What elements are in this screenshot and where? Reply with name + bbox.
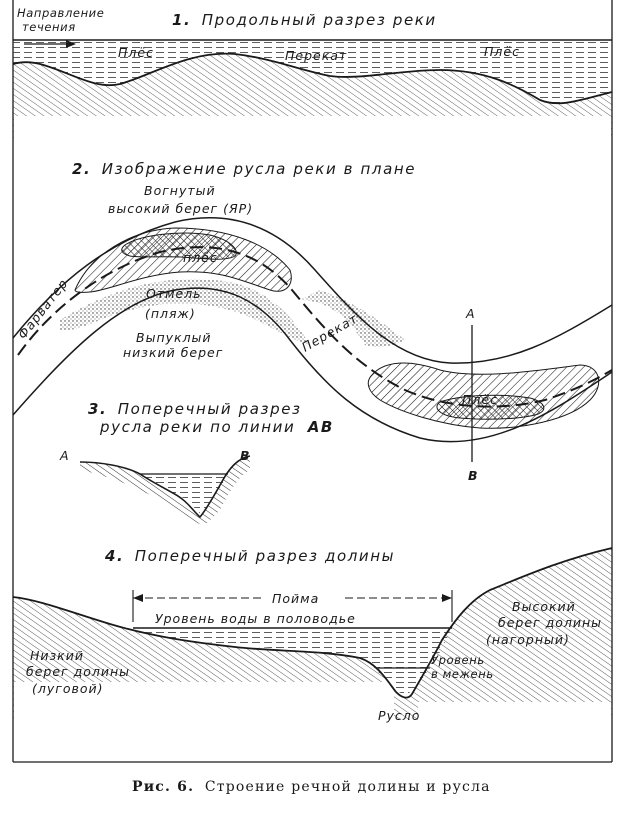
shoal-label-line2: (пляж): [145, 306, 196, 321]
shoal-area-top: [60, 279, 310, 345]
channel-water: [140, 474, 228, 515]
valley-ground-fade-right: [418, 702, 611, 742]
svg-text:1. Продольный разрез рек: 1. Продольный разрез реки: [172, 11, 437, 29]
floodplain-label: Пойма: [272, 591, 319, 606]
flood-level-label: Уровень воды в половодье: [155, 611, 356, 626]
floodplain-bracket: [132, 590, 453, 622]
low-bank-label-line1: Низкий: [30, 648, 84, 663]
cross-point-a: А: [59, 448, 70, 463]
section3-number: 3.: [88, 400, 107, 418]
svg-text:Рис. 6. Строение речной до: Рис. 6. Строение речной долины и русла: [132, 779, 491, 795]
valley-ground: [13, 548, 612, 720]
high-bank-label-line1: Высокий: [512, 599, 576, 614]
low-bank-label-line3: (луговой): [32, 681, 104, 696]
channel-label: Русло: [378, 708, 420, 723]
section-channel-cross-section: 3. Поперечный разрез русла реки по линии…: [59, 400, 334, 525]
flow-label-line2: течения: [22, 20, 76, 34]
section3-title-line2-ab: АВ: [307, 418, 334, 436]
svg-text:2. Изображение русла рек: 2. Изображение русла реки в плане: [72, 160, 416, 178]
convex-bank-label-line2: низкий берег: [123, 345, 223, 360]
low-water-label-line2: в межень: [431, 667, 494, 681]
caption-text: Строение речной долины и русла: [205, 779, 491, 795]
section3-title-line2: русла реки по линии: [99, 418, 295, 436]
section4-number: 4.: [104, 547, 124, 565]
section-valley-cross-section: 4. Поперечный разрез долины Пойма Уровен…: [12, 547, 613, 742]
shoal-label-line1: Отмель: [146, 286, 202, 301]
low-bank-label-line2: берег долины: [26, 664, 130, 679]
valley-ground-fade-left: [14, 682, 394, 742]
plan-point-a: А: [465, 306, 476, 321]
section4-title: Поперечный разрез долины: [135, 547, 395, 565]
cross-point-b: В: [240, 448, 251, 463]
fairway-label: Фарватер: [15, 276, 71, 342]
caption-prefix: Рис. 6.: [132, 779, 194, 795]
rift-label: Перекат: [285, 48, 347, 63]
high-bank-label-line3: (нагорный): [486, 632, 570, 647]
svg-text:4. Поперечный разрез дол: 4. Поперечный разрез долины: [104, 547, 395, 565]
svg-text:3. Поперечный разрез: 3. Поперечный разрез: [88, 400, 302, 418]
reach-label-bottom: Плёс: [462, 392, 498, 407]
convex-bank-label-line1: Выпуклый: [136, 330, 212, 345]
section2-number: 2.: [72, 160, 91, 178]
reach-label-1: Плёс: [118, 45, 154, 60]
svg-text:русла реки по линии АВ: русла реки по линии АВ: [99, 418, 334, 436]
riverbed-profile-line: [12, 52, 613, 105]
flow-label-line1: Направление: [17, 6, 104, 20]
section1-title: Продольный разрез реки: [202, 11, 437, 29]
reach-label-top: плёс: [183, 250, 218, 265]
plan-rift-label: Перекат: [299, 310, 360, 354]
section1-number: 1.: [172, 11, 191, 29]
high-bank-label-line2: берег долины: [498, 615, 602, 630]
valley-profile-line: [12, 547, 613, 699]
plan-point-b: В: [468, 468, 479, 483]
channel-ground: [80, 456, 250, 525]
ground-fade: [14, 116, 611, 146]
reach-label-2: Плёс: [484, 44, 520, 59]
concave-bank-label-line2: высокий берег (ЯР): [108, 201, 253, 216]
section2-title: Изображение русла реки в плане: [102, 160, 416, 178]
section-longitudinal-profile: 1. Продольный разрез реки Направление те…: [12, 6, 613, 146]
bank-convex-lower: [12, 287, 613, 443]
section-plan-view: 2. Изображение русла реки в плане А В Во…: [12, 160, 613, 483]
pool-core-top: [121, 232, 237, 260]
fairway-line: [17, 246, 613, 408]
concave-bank-label-line1: Вогнутый: [144, 183, 216, 198]
section3-title-line1: Поперечный разрез: [118, 400, 302, 418]
low-water-label-line1: Уровень: [431, 653, 485, 667]
flood-water-body: [133, 628, 452, 695]
